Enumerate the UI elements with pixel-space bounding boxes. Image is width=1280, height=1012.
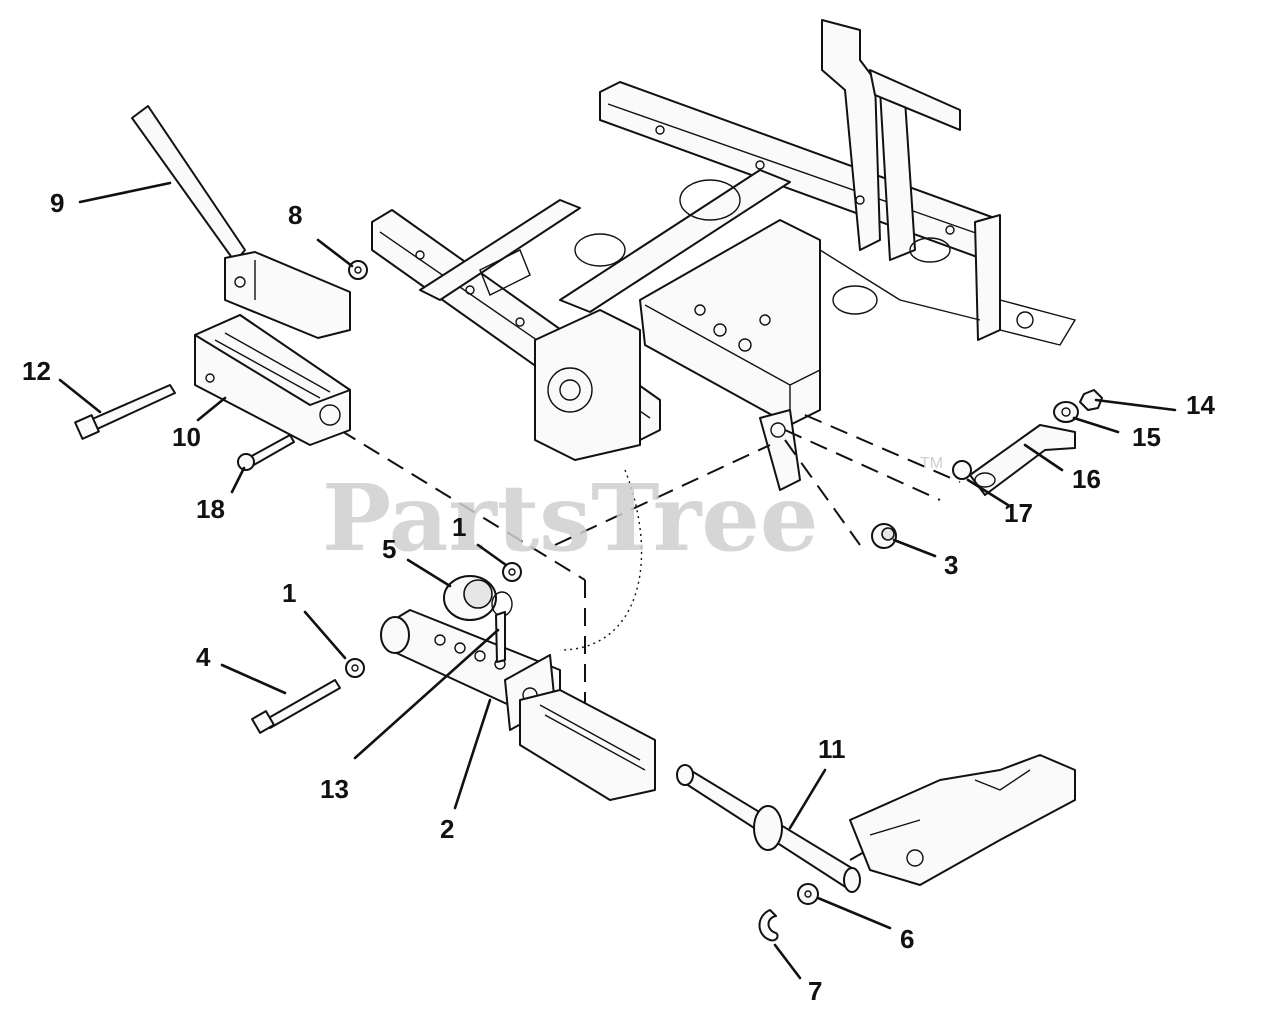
washer-6 [797, 883, 819, 905]
callout-15: 15 [1132, 422, 1161, 452]
washer-17 [952, 460, 972, 480]
leader-lines [58, 181, 1177, 980]
pin-11 [676, 764, 861, 893]
callout-13: 13 [320, 774, 349, 804]
callout-7: 7 [808, 976, 822, 1006]
callout-8: 8 [288, 200, 302, 230]
link-16 [969, 424, 1076, 496]
washer-1-lower [345, 658, 365, 678]
callout-4: 4 [196, 642, 211, 672]
callout-14: 14 [1186, 390, 1215, 420]
watermark: PartsTree [322, 464, 818, 572]
washer-15 [1053, 401, 1079, 423]
lift-block [194, 314, 351, 446]
callout-9: 9 [50, 188, 64, 218]
callout-labels: 9 8 12 10 18 1 5 1 4 13 2 11 6 7 3 17 16… [22, 188, 1215, 1006]
lift-arm-2 [380, 609, 656, 801]
watermark-trademark: TM [920, 455, 943, 472]
screw-18 [237, 434, 295, 471]
callout-12: 12 [22, 356, 51, 386]
pin-13 [491, 591, 513, 663]
lift-link [849, 754, 1076, 886]
callout-17: 17 [1004, 498, 1033, 528]
callout-2: 2 [440, 814, 454, 844]
callout-1-upper: 1 [452, 512, 466, 542]
lift-handle [131, 105, 351, 339]
callout-6: 6 [900, 924, 914, 954]
tractor-frame [371, 19, 1077, 491]
bolt-4 [251, 679, 341, 734]
callout-18: 18 [196, 494, 225, 524]
washer-8 [348, 260, 368, 280]
bushing-5 [443, 575, 497, 621]
callout-16: 16 [1072, 464, 1101, 494]
callout-5: 5 [382, 534, 396, 564]
nut-14 [1079, 389, 1103, 411]
callout-11: 11 [818, 734, 846, 764]
spacer-3 [871, 523, 897, 549]
washer-1-upper [502, 562, 522, 582]
callout-10: 10 [172, 422, 201, 452]
callout-1-lower: 1 [282, 578, 296, 608]
bolt-12 [74, 384, 176, 440]
clip-7 [758, 909, 779, 942]
callout-3: 3 [944, 550, 958, 580]
